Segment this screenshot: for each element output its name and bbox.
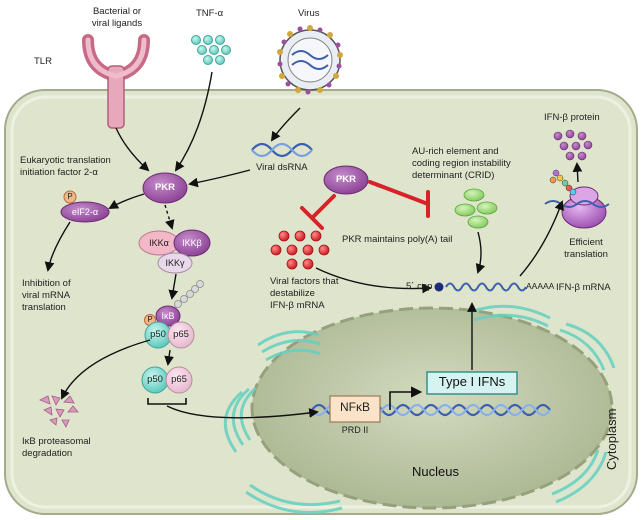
type1-ifns-label: Type I IFNs xyxy=(438,374,506,389)
type1-ifns-box xyxy=(426,371,518,395)
phospho-label: P xyxy=(67,192,73,201)
pkr-second xyxy=(323,165,369,195)
tlr-receptor xyxy=(82,34,150,129)
tlr-label: TLR xyxy=(34,56,52,67)
ikb-label: IκB xyxy=(161,311,175,321)
p65b-label: p65 xyxy=(171,374,187,385)
cap-label: 5´ cap xyxy=(406,281,433,292)
pkr-main xyxy=(142,172,188,204)
ifn-beta-mrna xyxy=(434,282,527,292)
tnf-alpha-molecules xyxy=(191,35,231,65)
virus-label: Virus xyxy=(298,8,320,19)
ikb-nfkb-complex xyxy=(144,280,204,349)
viral-dsrna-label: Viral dsRNA xyxy=(256,162,308,173)
pathway-arrows xyxy=(44,71,583,419)
ifn-protein-label: IFN-β protein xyxy=(544,112,600,123)
viral-dsrna-helix xyxy=(251,142,313,158)
crid-elements xyxy=(454,188,498,229)
ikk-beta-label: IKKβ xyxy=(182,238,202,248)
p50-label: p50 xyxy=(150,329,166,340)
ifn-mrna-label: IFN-β mRNA xyxy=(556,282,611,293)
viral-factors-dots xyxy=(270,230,330,270)
nfkb-label: NFκB xyxy=(340,400,370,414)
pkr-main-label: PKR xyxy=(154,182,176,193)
p50b-label: p50 xyxy=(147,374,163,385)
nucleus xyxy=(223,304,616,514)
nfkb-dimer xyxy=(141,366,193,405)
tnf-label: TNF-α xyxy=(196,8,224,19)
ikk-alpha-label: IKKα xyxy=(149,238,169,248)
pkr-polya-label: PKR maintains poly(A) tail xyxy=(342,234,453,245)
nucleus-label: Nucleus xyxy=(412,464,459,479)
virus-particle xyxy=(277,25,343,95)
eif2-alpha xyxy=(60,190,110,223)
phospho2-label: P xyxy=(147,315,153,324)
ifn-beta-protein xyxy=(553,129,593,161)
nfkb-box xyxy=(329,395,381,423)
p65-label: p65 xyxy=(173,329,189,340)
ikk-complex xyxy=(138,229,211,274)
pkr-second-label: PKR xyxy=(335,174,357,185)
prd-label: PRD II xyxy=(341,425,369,435)
ikk-gamma-label: IKKγ xyxy=(165,258,185,268)
aaaaa-label: AAAAA xyxy=(526,281,555,291)
cytoplasm-label: Cytoplasm xyxy=(604,408,619,470)
pkr-inhibition-lines xyxy=(300,180,430,230)
eif2-label: eIF2-α xyxy=(71,207,99,217)
